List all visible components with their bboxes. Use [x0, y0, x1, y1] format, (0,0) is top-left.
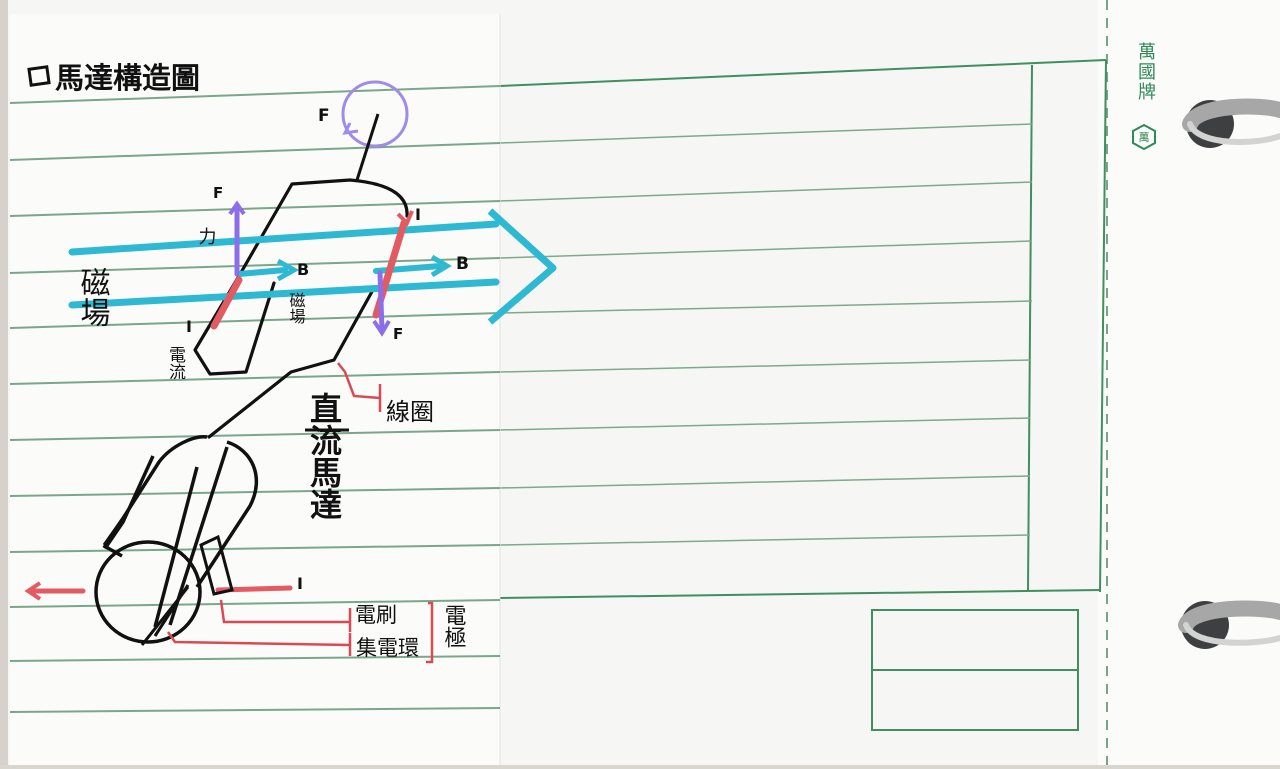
rotation-arrow-icon [342, 122, 359, 135]
svg-text:萬: 萬 [1139, 131, 1150, 144]
commutator-label: 集電環 [356, 636, 419, 660]
current-label-top-right: I [415, 205, 421, 224]
force-label-right-bottom: F [393, 325, 403, 343]
right-index-card [499, 59, 1107, 731]
current-label-bottom: I [297, 574, 303, 593]
brand-seal-icon: 萬 [1132, 124, 1156, 150]
note-title: 馬達構造圖 [55, 61, 200, 95]
force-word: 力 [196, 227, 217, 245]
b-label-right: B [456, 254, 469, 274]
coil-label: 線圈 [386, 398, 434, 426]
left-note-page [9, 14, 501, 765]
b-center-word: 磁場 [287, 292, 306, 325]
vertical-label: 直流馬達 [305, 392, 343, 520]
force-label-top: F [318, 106, 330, 126]
field-side-label: 磁場 [75, 267, 111, 327]
brand-name: 萬國牌 [1135, 42, 1156, 102]
dc-motor-diagram: 馬達構造圖 F F 力 磁場 B 磁場 B I I 電流 F 線圈 直流馬達 I… [24, 61, 557, 664]
binder-ring-icon [1178, 98, 1280, 649]
current-word-left: 電流 [165, 346, 186, 380]
brush-label: 電刷 [355, 603, 397, 627]
force-label-left: F [213, 184, 223, 202]
b-label-center: B [297, 260, 309, 279]
group-label: 電極 [441, 604, 467, 648]
current-label-left: I [186, 317, 192, 336]
